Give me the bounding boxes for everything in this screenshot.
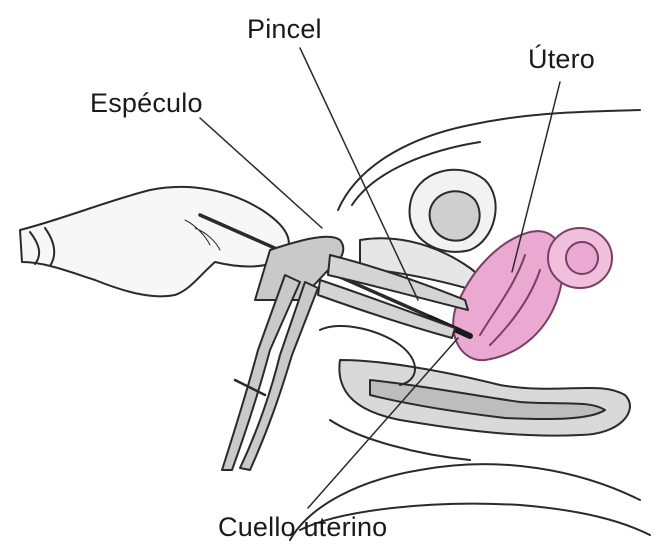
gloved-hand-icon [20,187,289,296]
label-utero: Útero [528,44,595,75]
label-cuello-uterino: Cuello uterino [218,512,387,543]
label-especulo: Espéculo [90,88,203,119]
label-pincel: Pincel [247,14,322,45]
ovary-inner [566,242,598,274]
bladder-inner [430,191,480,240]
